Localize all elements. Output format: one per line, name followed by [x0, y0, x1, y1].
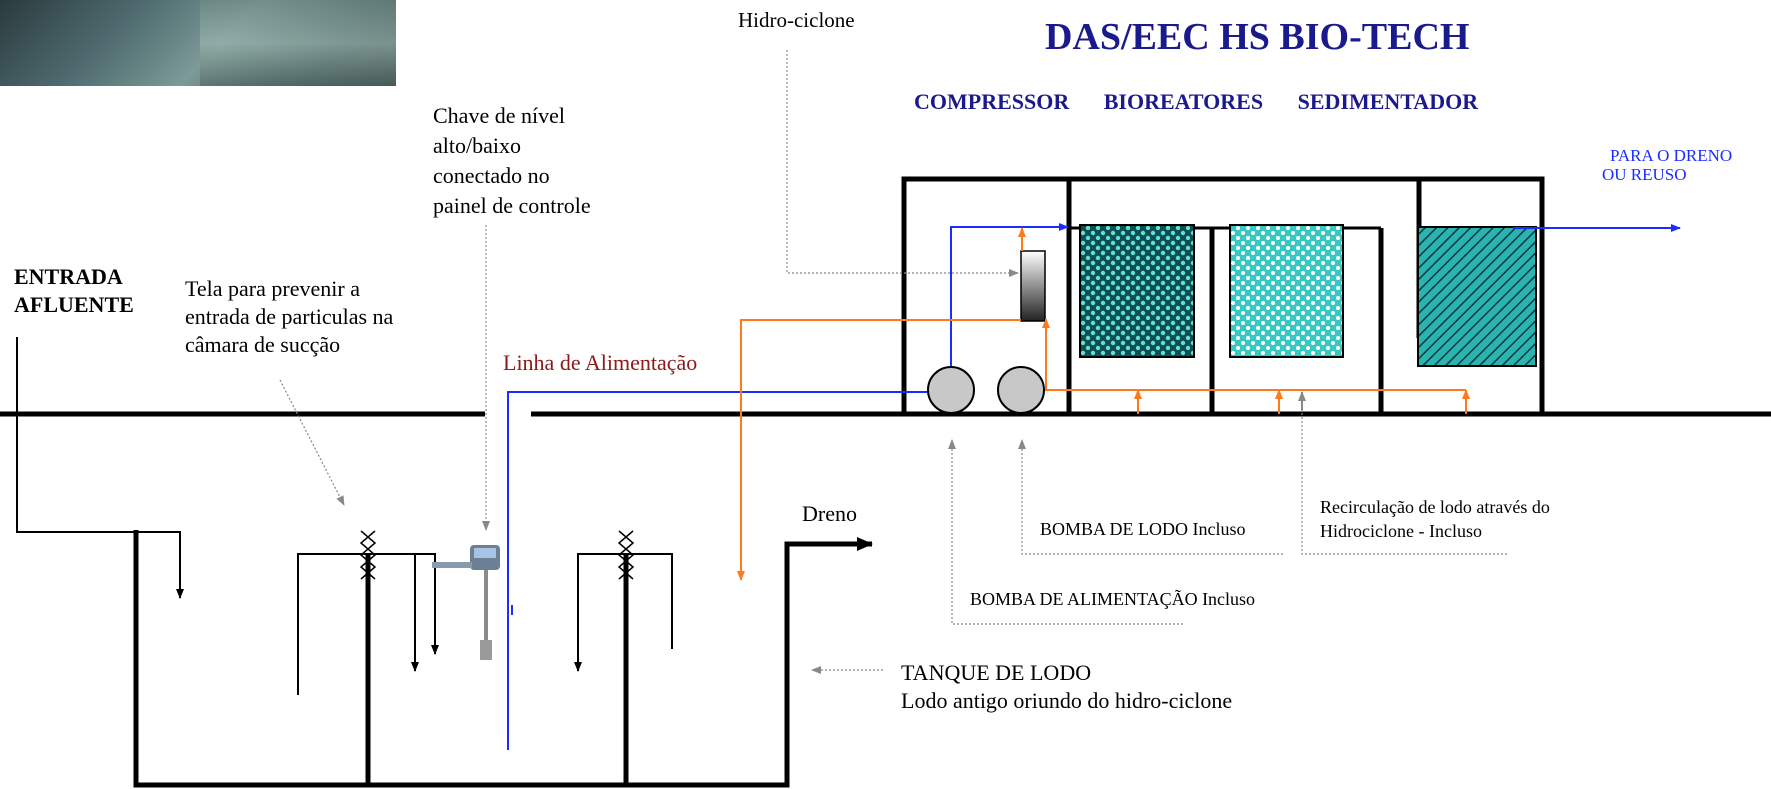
- label-hidro-ciclone: Hidro-ciclone: [738, 8, 855, 32]
- label-linha-alimentacao: Linha de Alimentação: [503, 350, 698, 375]
- label-tanque-line1: TANQUE DE LODO: [901, 660, 1092, 685]
- label-chave-nivel-line2: alto/baixo: [433, 133, 521, 158]
- inlet-pipe: [16, 337, 184, 599]
- label-entrada-afluente: ENTRADA AFLUENTE: [14, 263, 134, 319]
- drain-pipe: [784, 537, 873, 551]
- label-chave-nivel-line1: Chave de nível: [433, 103, 565, 128]
- sedimenter-media: [1417, 226, 1537, 367]
- label-tela: Tela para prevenir a entrada de particul…: [185, 275, 393, 359]
- label-tanque-lodo: TANQUE DE LODO Lodo antigo oriundo do hi…: [901, 659, 1232, 715]
- label-tela-line2: entrada de particulas na: [185, 304, 394, 329]
- label-tanque-line2: Lodo antigo oriundo do hidro-ciclone: [901, 688, 1233, 713]
- equipment-photo: [0, 0, 396, 86]
- screen-icon: [359, 530, 635, 580]
- label-recirculacao: Recirculação de lodo através do Hidrocic…: [1320, 495, 1550, 543]
- diagram-title: DAS/EEC HS BIO-TECH: [1045, 16, 1470, 58]
- underground-tank: [133, 530, 790, 788]
- label-bomba-alimentacao: BOMBA DE ALIMENTAÇÃO Incluso: [970, 589, 1256, 609]
- label-para-dreno-line2: OU REUSO: [1602, 164, 1687, 184]
- label-tela-line3: câmara de sucção: [185, 332, 341, 357]
- bioreactor-media-1: [1079, 224, 1195, 358]
- label-para-dreno-line1: PARA O DRENO: [1610, 146, 1733, 165]
- label-entrada-line2: AFLUENTE: [14, 292, 134, 317]
- feed-pump-icon: [927, 366, 975, 414]
- hydrocyclone-icon: [1020, 250, 1046, 322]
- label-tela-line1: Tela para prevenir a: [185, 276, 360, 301]
- sludge-line: [737, 227, 1470, 581]
- level-switch-icon: [432, 545, 500, 660]
- label-chave-nivel-line4: painel de controle: [433, 193, 591, 218]
- label-recirculacao-line2: Hidrociclone - Incluso: [1320, 521, 1482, 541]
- label-chave-nivel-line3: conectado no: [433, 163, 550, 188]
- sludge-pump-icon: [997, 366, 1045, 414]
- leader-lines: [279, 50, 1507, 674]
- diagram-subtitle: COMPRESSOR BIOREATORES SEDIMENTADOR: [914, 89, 1479, 114]
- label-para-dreno: PARA O DRENO OU REUSO: [1602, 146, 1733, 184]
- feed-line: [507, 223, 1681, 750]
- bioreactor-media-2: [1229, 224, 1344, 358]
- label-recirculacao-line1: Recirculação de lodo através do: [1320, 497, 1550, 517]
- label-dreno: Dreno: [802, 501, 857, 526]
- label-chave-nivel: Chave de nível alto/baixo conectado no p…: [433, 101, 591, 221]
- label-entrada-line1: ENTRADA: [14, 264, 123, 289]
- label-bomba-lodo: BOMBA DE LODO Incluso: [1040, 519, 1246, 539]
